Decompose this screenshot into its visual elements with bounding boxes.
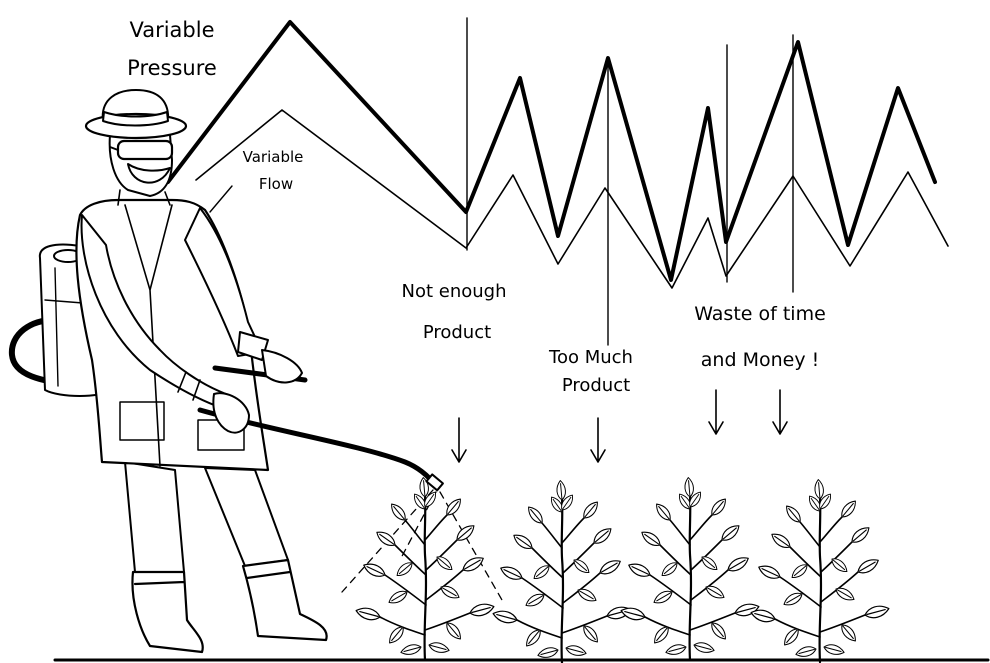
left-boot — [132, 572, 202, 652]
down-arrow-icon — [773, 390, 787, 434]
goggles — [118, 141, 172, 159]
variable-pressure-label: Variable Pressure — [127, 18, 217, 80]
not-enough-product-line1: Not enough — [402, 281, 507, 302]
plant-icon — [620, 477, 760, 660]
waste-line2: and Money ! — [701, 349, 819, 371]
waste-line1: Waste of time — [694, 303, 826, 325]
down-arrow-icon — [452, 418, 466, 462]
variable-flow-line1: Variable — [243, 148, 304, 166]
too-much-product-line2: Product — [562, 375, 630, 396]
plant-icon — [750, 479, 890, 662]
hat — [86, 90, 186, 138]
hand-right — [262, 350, 302, 382]
down-arrow-icon — [591, 418, 605, 462]
plant-icon — [492, 480, 632, 663]
down-arrow-icon — [709, 390, 723, 434]
too-much-product-line1: Too Much — [548, 347, 633, 368]
flow-label-pointer — [210, 186, 232, 212]
pants — [125, 462, 288, 572]
not-enough-product-line2: Product — [423, 322, 491, 343]
variable-pressure-line2: Pressure — [127, 56, 217, 80]
variable-pressure-line1: Variable — [129, 18, 214, 42]
right-boot — [243, 560, 327, 640]
variable-flow-line2: Flow — [259, 175, 293, 193]
waste-of-time-and-money-label: Waste of time and Money ! — [694, 303, 826, 371]
not-enough-product-label: Not enough Product — [402, 281, 507, 343]
too-much-product-label: Too Much Product — [548, 347, 633, 396]
variable-flow-label: Variable Flow — [243, 148, 304, 193]
plant-icon — [355, 477, 495, 660]
